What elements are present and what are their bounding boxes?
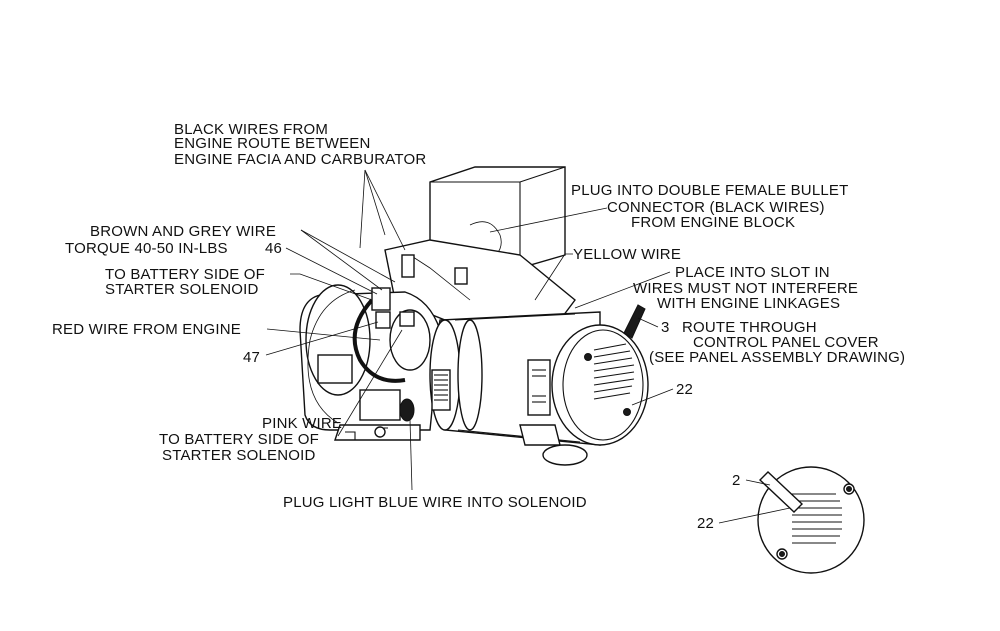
plug-bullet-label-2: CONNECTOR (BLACK WIRES) xyxy=(607,199,825,216)
solenoid-bracket xyxy=(401,254,415,278)
inset-louvers xyxy=(792,493,842,544)
plug-bullet-label-3: FROM ENGINE BLOCK xyxy=(631,214,795,231)
wiring-harness-loop xyxy=(352,298,406,383)
inset-end-cap-detail xyxy=(757,466,865,574)
battery-top-label-1: TO BATTERY SIDE OF xyxy=(105,266,265,283)
generator-end-cap xyxy=(551,324,649,446)
black-wires-label-3: ENGINE FACIA AND CARBURATOR xyxy=(174,151,426,168)
starter-solenoid xyxy=(371,287,391,311)
generator-illustration xyxy=(299,166,649,466)
leader-lines xyxy=(265,169,791,524)
route-through-label-1: ROUTE THROUGH xyxy=(682,319,817,336)
place-slot-label-1: PLACE INTO SLOT IN xyxy=(675,264,830,281)
place-slot-label-3: WITH ENGINE LINKAGES xyxy=(657,295,840,312)
route-through-label-3: (SEE PANEL ASSEMBLY DRAWING) xyxy=(649,349,905,366)
inset-item-2-label: 2 xyxy=(732,472,741,489)
inset-cover-tab xyxy=(758,471,804,513)
shroud-bracket xyxy=(454,267,468,285)
plug-light-blue-label: PLUG LIGHT BLUE WIRE INTO SOLENOID xyxy=(283,494,587,511)
pink-wire-label: PINK WIRE xyxy=(262,415,342,432)
torque-label: TORQUE 40-50 IN-LBS xyxy=(65,240,228,257)
brown-grey-wire-label: BROWN AND GREY WIRE xyxy=(90,223,276,240)
callout-labels: BLACK WIRES FROM ENGINE ROUTE BETWEEN EN… xyxy=(52,121,905,532)
panel-cover-tab xyxy=(623,304,646,339)
route-item-number: 3 xyxy=(661,319,670,336)
plug-bullet-label-1: PLUG INTO DOUBLE FEMALE BULLET xyxy=(571,182,848,199)
battery-bottom-label-2: STARTER SOLENOID xyxy=(162,447,316,464)
item-47-label: 47 xyxy=(243,349,260,366)
cooling-vents-left xyxy=(434,374,448,401)
black-wires-label-2: ENGINE ROUTE BETWEEN xyxy=(174,135,371,152)
yellow-wire-label: YELLOW WIRE xyxy=(573,246,681,263)
black-wires-label-1: BLACK WIRES FROM xyxy=(174,121,328,138)
inset-item-22-label: 22 xyxy=(697,515,714,532)
battery-bottom-label-1: TO BATTERY SIDE OF xyxy=(159,431,319,448)
item-22-main-label: 22 xyxy=(676,381,693,398)
battery-top-label-2: STARTER SOLENOID xyxy=(105,281,259,298)
torque-item-number: 46 xyxy=(265,240,282,257)
red-wire-label: RED WIRE FROM ENGINE xyxy=(52,321,241,338)
place-slot-label-2: WIRES MUST NOT INTERFERE xyxy=(633,280,858,297)
route-through-label-2: CONTROL PANEL COVER xyxy=(693,334,879,351)
